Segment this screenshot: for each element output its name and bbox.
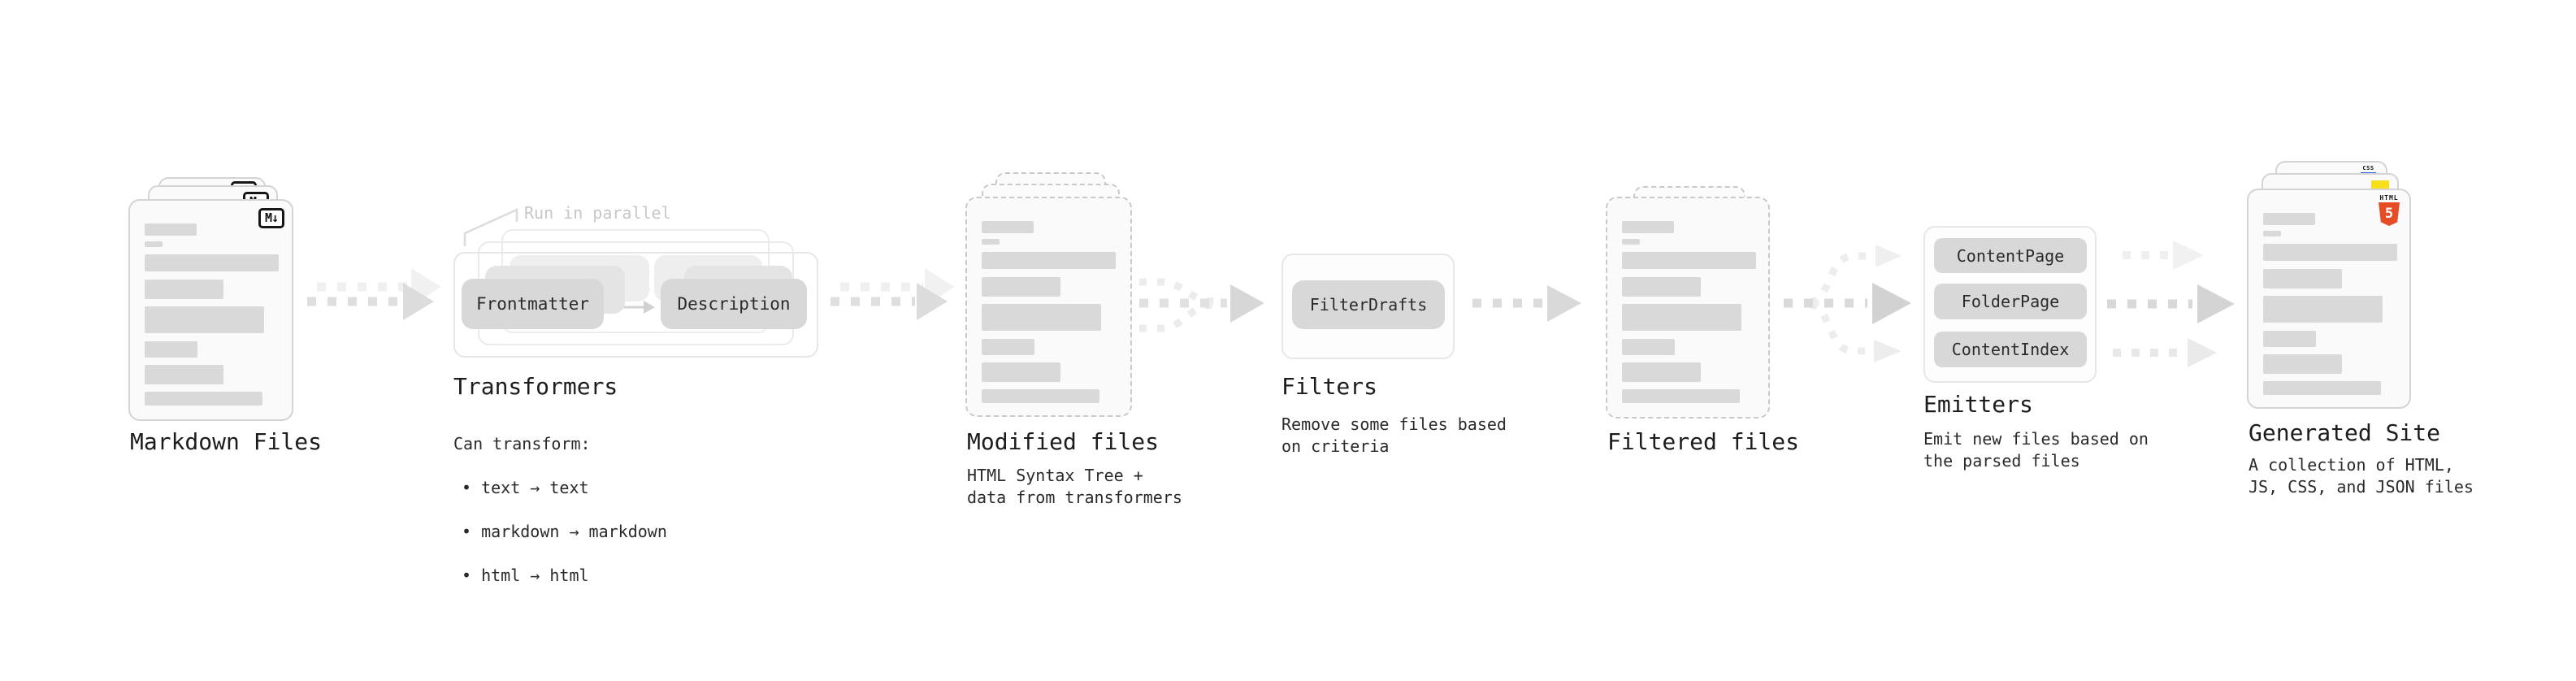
merge-head bbox=[1230, 284, 1264, 323]
split-bottom-path bbox=[1810, 301, 1866, 355]
arrow-filtered-to-emitters-split bbox=[1784, 245, 1911, 362]
frontmatter-to-description-arrows bbox=[609, 266, 655, 314]
top-arrow-head bbox=[2173, 241, 2204, 270]
arrow-head bbox=[1547, 285, 1581, 322]
arrow-markdown-to-transformers bbox=[307, 268, 441, 320]
merge-top-path bbox=[1139, 278, 1216, 306]
pill-arrow-back-head bbox=[640, 266, 651, 277]
bottom-arrow-head bbox=[2188, 338, 2217, 367]
pill-arrow-mid-head bbox=[640, 284, 651, 295]
split-bottom-head bbox=[1874, 340, 1902, 362]
split-top-head bbox=[1876, 245, 1902, 267]
arrow-filters-to-filtered bbox=[1472, 285, 1581, 322]
merge-bottom-path bbox=[1139, 301, 1216, 332]
mid-arrow-head bbox=[2197, 284, 2235, 323]
arrow-transformers-to-modified bbox=[830, 268, 955, 320]
arrow-modified-to-filters-merge bbox=[1139, 278, 1264, 332]
pill-arrow-front-head bbox=[644, 301, 655, 314]
arrows-emitters-to-generated bbox=[2107, 241, 2235, 367]
split-top-path bbox=[1810, 252, 1869, 306]
split-mid-head bbox=[1872, 283, 1911, 324]
note-connector-line bbox=[463, 208, 518, 246]
arrow-head bbox=[917, 283, 948, 320]
arrow-head bbox=[403, 283, 434, 320]
